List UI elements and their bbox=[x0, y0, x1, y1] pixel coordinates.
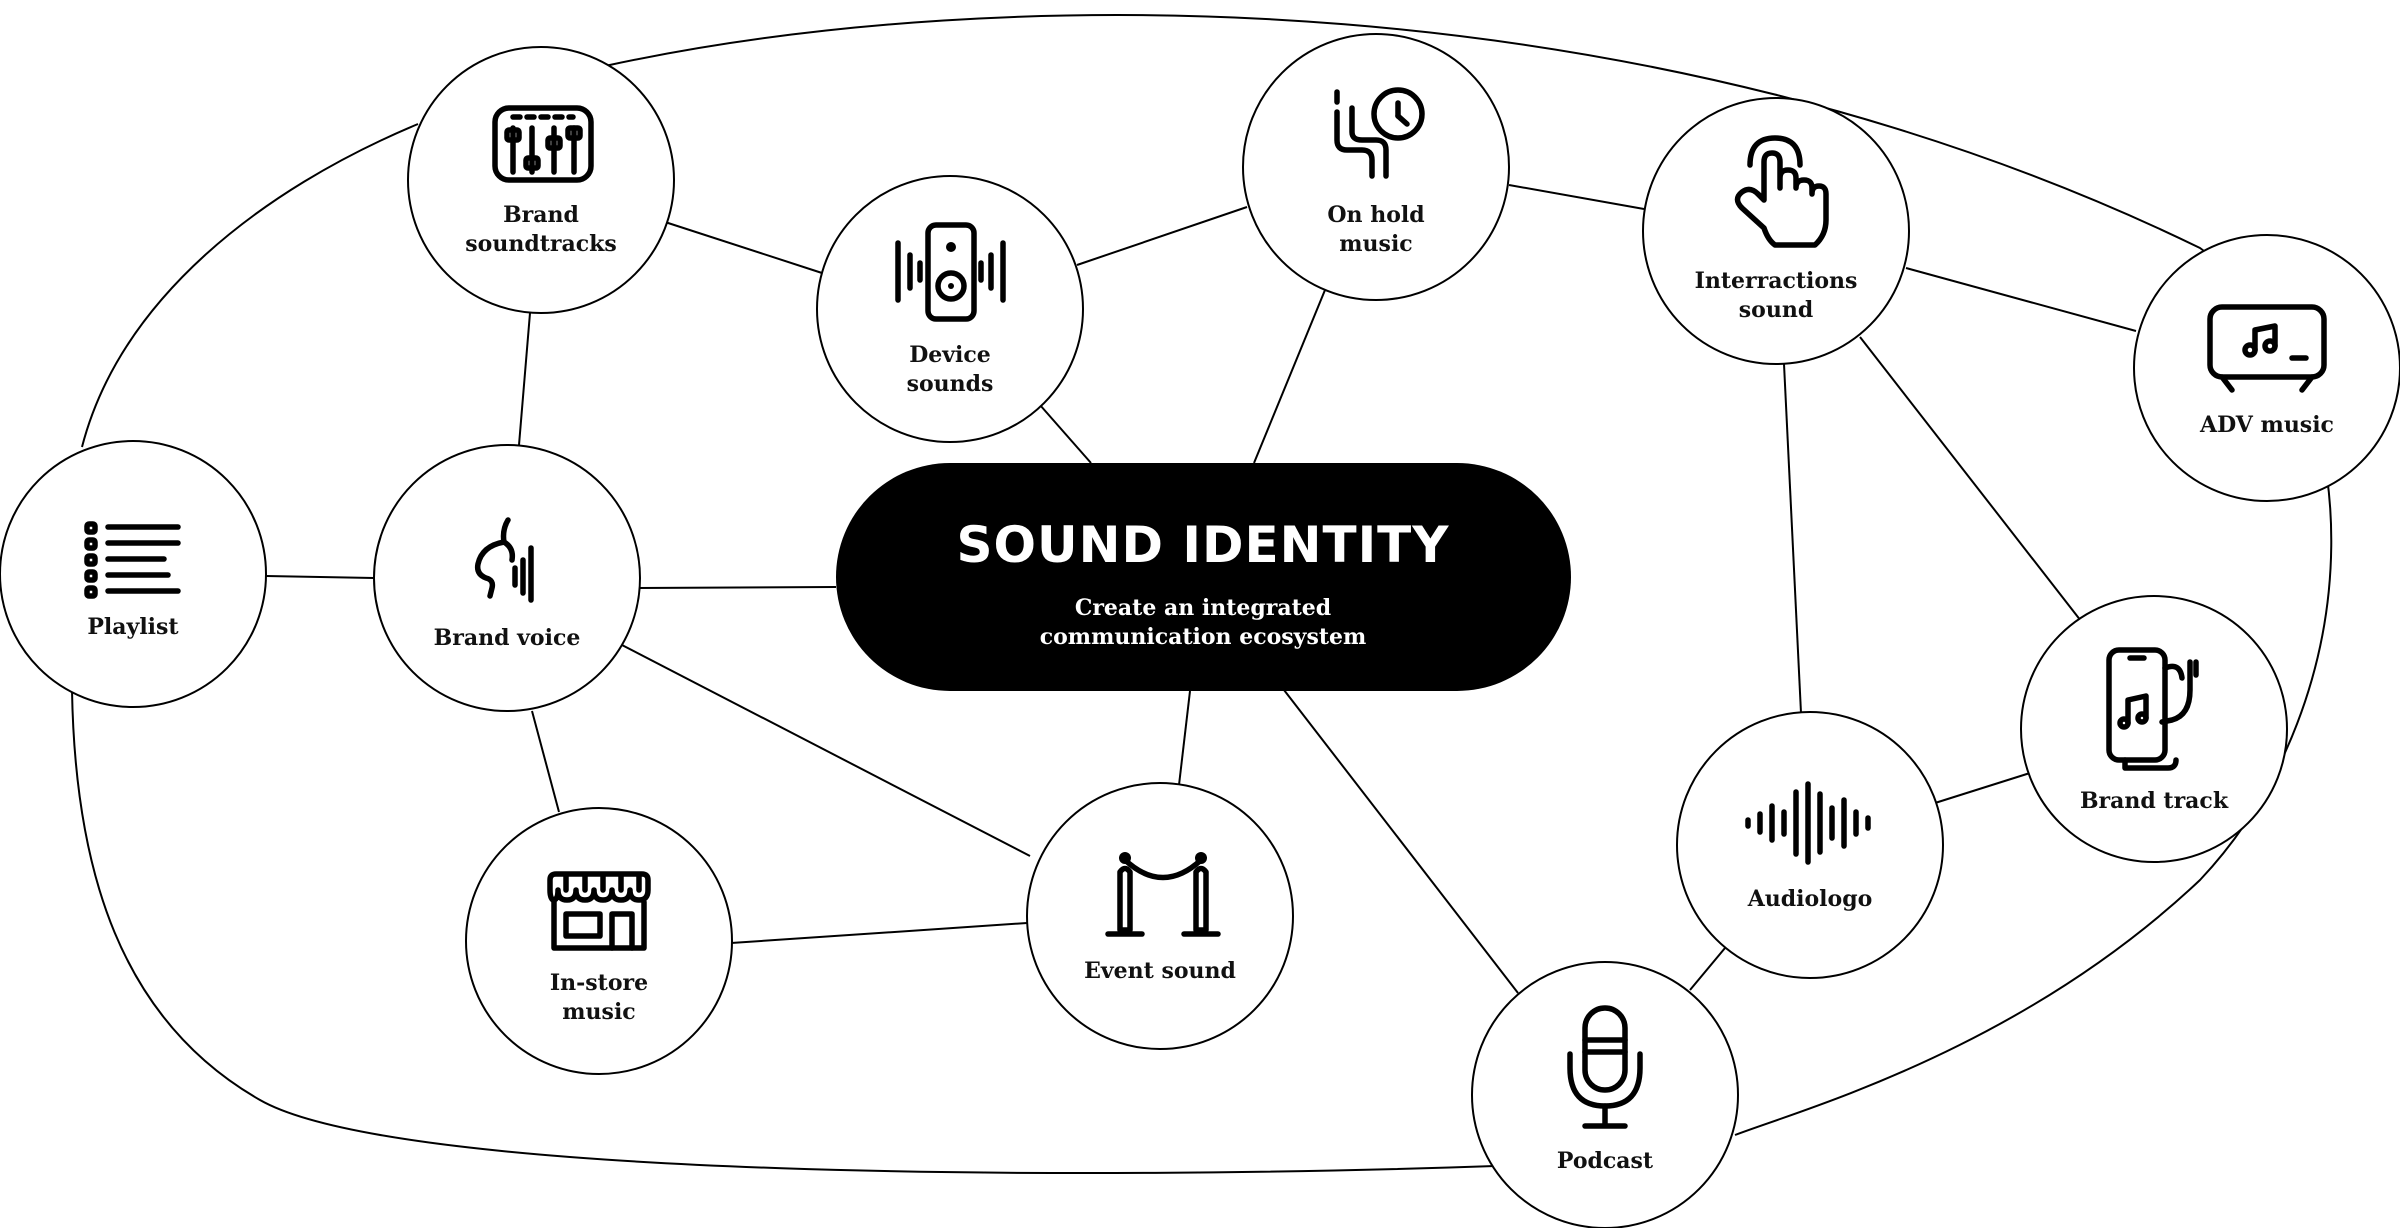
node-label-line1: ADV music bbox=[2199, 412, 2334, 438]
node-event-sound: Event sound bbox=[1026, 782, 1294, 1050]
phone-music-icon bbox=[2106, 647, 2199, 771]
node-label-line1: Brand voice bbox=[434, 625, 581, 651]
node-brand-soundtracks: Brand soundtracks bbox=[407, 46, 675, 314]
mixer-sliders-icon bbox=[492, 105, 594, 183]
node-brand-voice: Brand voice bbox=[373, 444, 641, 712]
microphone-icon bbox=[1567, 1005, 1643, 1129]
node-in-store-music: In-store music bbox=[465, 807, 733, 1075]
center-pill bbox=[836, 463, 1571, 691]
cable-clock-icon bbox=[1334, 87, 1425, 179]
node-label-line1: Audiologo bbox=[1747, 886, 1873, 912]
pointing-hand-icon bbox=[1734, 135, 1829, 248]
connections bbox=[265, 184, 2137, 994]
speaker-icon bbox=[895, 222, 1006, 322]
node-label-line1: On hold bbox=[1327, 202, 1424, 228]
node-label-line2: music bbox=[562, 999, 635, 1025]
node-label-line1: Device bbox=[909, 342, 991, 368]
node-podcast: Podcast bbox=[1471, 961, 1739, 1228]
storefront-icon bbox=[547, 871, 651, 951]
center-title: SOUND IDENTITY bbox=[956, 516, 1449, 574]
node-label-line2: sound bbox=[1739, 297, 1813, 323]
node-adv-music: ADV music bbox=[2133, 234, 2400, 502]
node-label-line2: music bbox=[1339, 231, 1412, 257]
list-icon bbox=[84, 521, 181, 599]
node-label-line1: Brand bbox=[503, 202, 579, 228]
node-label-line1: Event sound bbox=[1084, 958, 1236, 984]
node-interactions-sound: Interractions sound bbox=[1642, 97, 1910, 365]
tv-music-icon bbox=[2207, 304, 2327, 393]
node-label-line1: Podcast bbox=[1557, 1148, 1654, 1174]
center-subtitle-line2: communication ecosystem bbox=[1040, 624, 1367, 650]
center-subtitle-line1: Create an integrated bbox=[1075, 595, 1331, 621]
sound-wave-icon bbox=[1745, 781, 1871, 865]
center-node: SOUND IDENTITY Create an integrated comm… bbox=[836, 463, 1571, 691]
node-brand-track: Brand track bbox=[2020, 595, 2288, 863]
node-label-line2: soundtracks bbox=[465, 231, 616, 257]
node-label-line1: In-store bbox=[550, 970, 648, 996]
node-device-sounds: Device sounds bbox=[816, 175, 1084, 443]
node-label-line1: Interractions bbox=[1695, 268, 1858, 294]
rope-barrier-icon bbox=[1105, 852, 1221, 937]
node-label-line1: Playlist bbox=[87, 614, 179, 640]
node-on-hold-music: On hold music bbox=[1242, 33, 1510, 301]
node-label-line2: sounds bbox=[907, 371, 994, 397]
node-audiologo: Audiologo bbox=[1676, 711, 1944, 979]
node-label-line1: Brand track bbox=[2080, 788, 2229, 814]
node-playlist: Playlist bbox=[0, 440, 267, 708]
voice-profile-icon bbox=[474, 517, 534, 603]
